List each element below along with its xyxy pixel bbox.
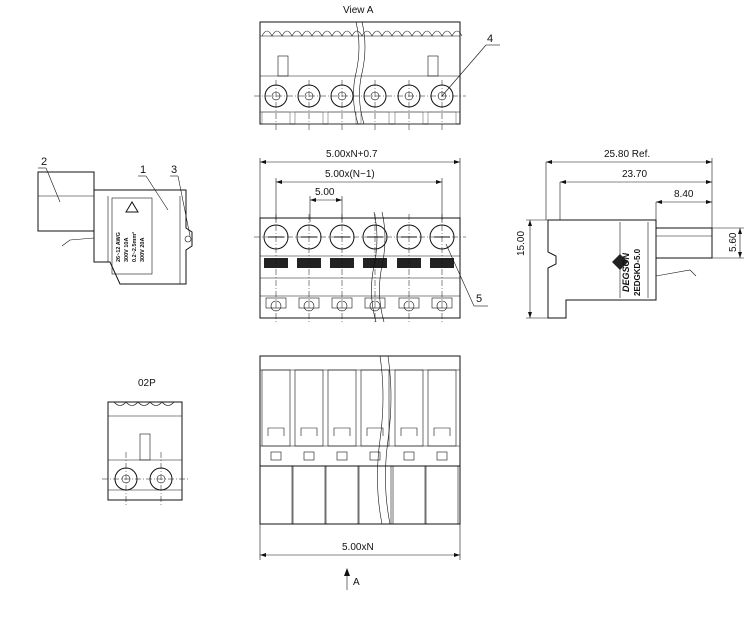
bottom-cell-3 xyxy=(327,369,357,447)
front-view: 5.00xN+0.7 5.00x(N−1) 5.00 5 xyxy=(254,149,488,324)
view-a-title: View A xyxy=(343,5,374,16)
dim-pitch-n-minus-1: 5.00x(N−1) xyxy=(325,169,375,180)
dim-5-60: 5.60 xyxy=(728,232,739,252)
dim-ref-length: 25.80 Ref. xyxy=(604,149,650,160)
dim-arrow-up-5 xyxy=(738,228,742,234)
bottom-latch-6 xyxy=(433,427,451,436)
bottom-latch-1 xyxy=(267,427,285,436)
bottom-cell-5 xyxy=(394,369,424,447)
dim-15-00: 15.00 xyxy=(516,231,527,256)
right-side-view: 25.80 Ref. 23.70 8.40 15.00 5.60 DEGSON … xyxy=(516,149,744,319)
bottom-view: 5.00xN A xyxy=(259,355,461,590)
dim-23-70: 23.70 xyxy=(622,169,647,180)
plug-label-line-3: 300V 10A xyxy=(124,238,130,262)
callout-5: 5 xyxy=(476,293,482,305)
view-arrow-label: A xyxy=(353,577,360,588)
view-02p: 02P xyxy=(102,378,188,506)
callout-3: 3 xyxy=(171,164,177,176)
callout-4: 4 xyxy=(487,33,493,45)
callout-1: 1 xyxy=(140,164,146,176)
dim-arrow-right-5 xyxy=(706,180,712,184)
dim-arrow-right-0 xyxy=(454,160,460,164)
dim-arrow-left-5 xyxy=(560,180,566,184)
view-a: View A 4 xyxy=(254,5,500,130)
dim-arrow-left-2 xyxy=(310,198,316,202)
dim-overall-pitch: 5.00xN xyxy=(342,542,374,553)
dim-arrow-down-15 xyxy=(528,312,532,318)
pin-slot-4 xyxy=(360,111,390,125)
dim-arrow-left-0 xyxy=(260,160,266,164)
bottom-tab-5 xyxy=(403,451,415,461)
brand-logo-icon xyxy=(125,201,139,213)
dim-arrow-down-5 xyxy=(738,252,742,258)
bottom-latch-4 xyxy=(366,427,384,436)
plug-label-line-1: 300V 20A xyxy=(140,238,146,262)
pin-slot-5 xyxy=(394,111,424,125)
bottom-tab-2 xyxy=(303,451,315,461)
dim-overall-pitch-plus: 5.00xN+0.7 xyxy=(326,149,378,160)
side-model: 2EDGKD-5.0 xyxy=(633,248,642,296)
dim-pitch: 5.00 xyxy=(315,187,335,198)
bottom-latch-3 xyxy=(333,427,351,436)
pin-slot-2 xyxy=(294,111,324,125)
bottom-latch-2 xyxy=(300,427,318,436)
pin-slot-6 xyxy=(427,111,457,125)
pin-slot-1 xyxy=(261,111,291,125)
dim-arrow-left-4 xyxy=(546,160,552,164)
pin-slot-3 xyxy=(327,111,357,125)
degson-logo-icon xyxy=(612,254,628,270)
bottom-latch-5 xyxy=(400,427,418,436)
bottom-cell-4 xyxy=(360,369,390,447)
plug-side-view: 300V 20A 0.2~2.5mm² 300V 10A 26~12 AWG 2… xyxy=(37,156,193,285)
variant-label: 02P xyxy=(138,378,156,389)
dim-arrow-right-4 xyxy=(706,160,712,164)
bottom-cell-1 xyxy=(261,369,291,447)
dim-arrow-left-1 xyxy=(276,180,282,184)
plug-label-line-4: 26~12 AWG xyxy=(116,232,122,262)
side-brand: DEGSON xyxy=(621,252,631,292)
dim-arrow-up-15 xyxy=(528,220,532,226)
bottom-tab-4 xyxy=(369,451,381,461)
bottom-tab-1 xyxy=(270,451,282,461)
bottom-cell-6 xyxy=(427,369,457,447)
dim-arrow-right-2 xyxy=(336,198,342,202)
callout-2: 2 xyxy=(41,156,47,168)
dim-arrow-right-3 xyxy=(454,553,460,557)
dim-arrow-right-6 xyxy=(706,200,712,204)
dim-8-40: 8.40 xyxy=(674,189,694,200)
dim-arrow-left-6 xyxy=(656,200,662,204)
bottom-tab-3 xyxy=(336,451,348,461)
dim-arrow-right-1 xyxy=(436,180,442,184)
top-ridge-outline xyxy=(261,30,463,37)
bottom-tab-6 xyxy=(436,451,448,461)
dim-arrow-left-3 xyxy=(260,553,266,557)
bottom-cell-2 xyxy=(294,369,324,447)
plug-label-line-2: 0.2~2.5mm² xyxy=(131,232,138,262)
